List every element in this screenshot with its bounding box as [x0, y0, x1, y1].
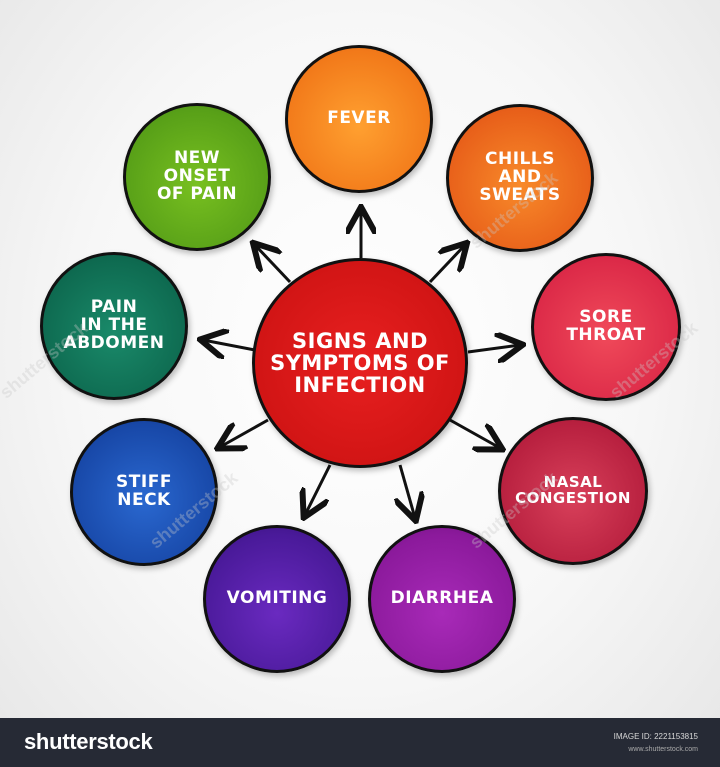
central-topic: SIGNS AND SYMPTOMS OF INFECTION [252, 258, 468, 468]
node-label: STIFF NECK [116, 472, 172, 510]
node-stiff-neck: STIFF NECK [70, 418, 218, 566]
shutterstock-logo: shutterstock [24, 729, 153, 754]
node-chills-and-sweats: CHILLS AND SWEATS [446, 104, 594, 252]
node-nasal-congestion: NASAL CONGESTION [498, 417, 648, 565]
node-diarrhea: DIARRHEA [368, 525, 516, 673]
central-topic-label: SIGNS AND SYMPTOMS OF INFECTION [270, 328, 450, 398]
site-url: www.shutterstock.com [628, 746, 698, 753]
mind-map-diagram: SIGNS AND SYMPTOMS OF INFECTION FEVER CH… [0, 0, 720, 718]
footer-bar: shutterstock IMAGE ID: 2221153815 www.sh… [0, 718, 720, 767]
node-pain-in-the-abdomen: PAIN IN THE ABDOMEN [40, 252, 188, 400]
node-label: DIARRHEA [390, 588, 494, 609]
node-vomiting: VOMITING [203, 525, 351, 673]
node-label: NEW ONSET OF PAIN [156, 148, 238, 204]
node-label: NASAL CONGESTION [515, 473, 631, 507]
node-label: CHILLS AND SWEATS [479, 149, 561, 205]
node-label: SORE THROAT [566, 307, 646, 345]
node-label: VOMITING [226, 588, 328, 609]
node-fever: FEVER [285, 45, 433, 193]
connector-arrows [0, 0, 720, 718]
node-label: FEVER [327, 108, 391, 129]
node-new-onset-of-pain: NEW ONSET OF PAIN [123, 103, 271, 251]
node-sore-throat: SORE THROAT [531, 253, 681, 401]
node-label: PAIN IN THE ABDOMEN [63, 297, 165, 353]
image-id: IMAGE ID: 2221153815 [613, 732, 698, 741]
